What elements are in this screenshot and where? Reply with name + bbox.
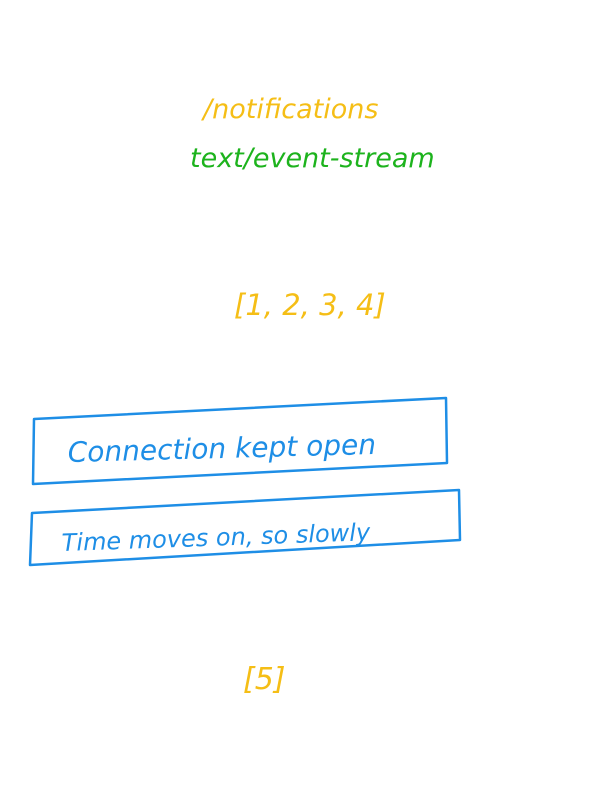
events-batch-one: [1, 2, 3, 4] — [234, 288, 386, 322]
connection-open-label: Connection kept open — [67, 428, 376, 469]
time-passes-box — [28, 488, 462, 567]
events-batch-two: [5] — [243, 662, 286, 697]
endpoint-label: /notifications — [201, 94, 378, 125]
content-type-label: text/event-stream — [190, 143, 435, 174]
connection-open-box — [31, 396, 449, 486]
time-passes-label: Time moves on, so slowly — [61, 518, 371, 557]
